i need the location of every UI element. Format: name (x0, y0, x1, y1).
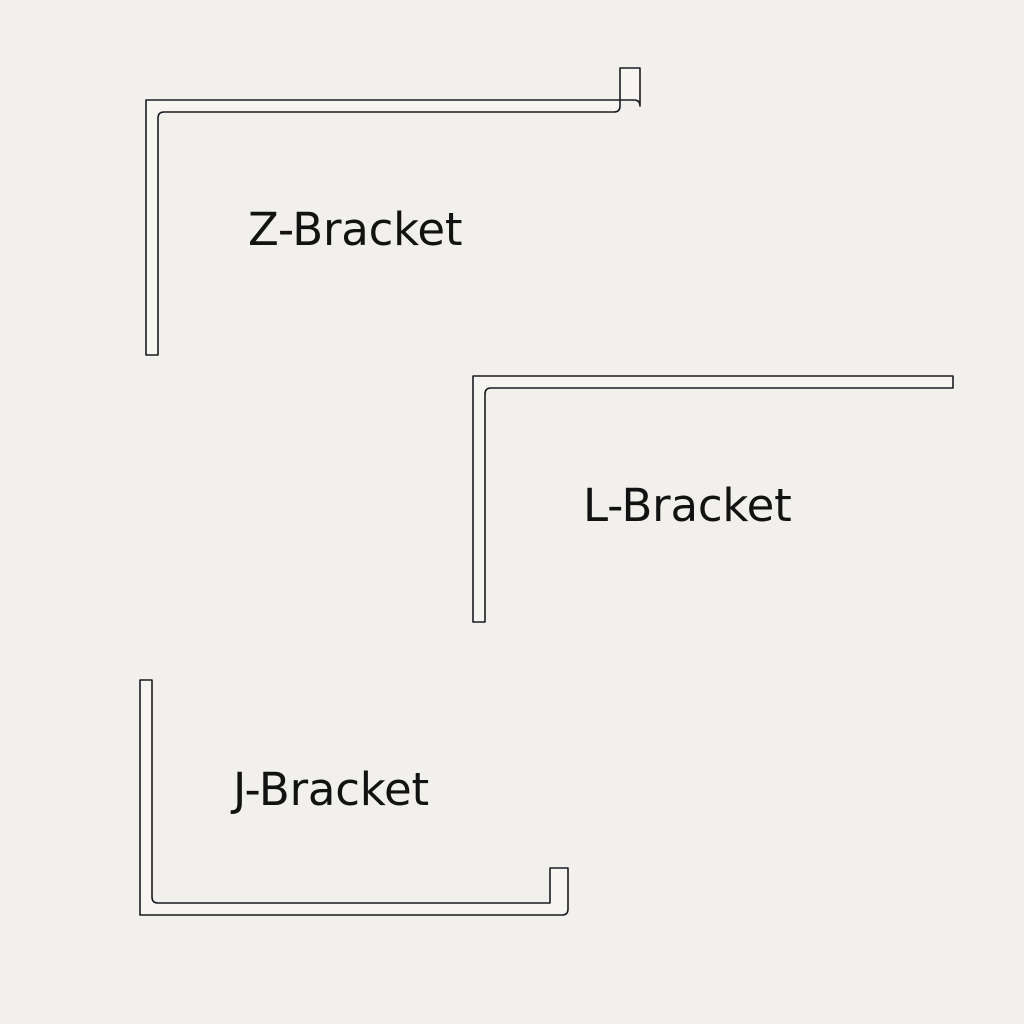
bracket-group-j-bracket: J-Bracket (139, 679, 569, 916)
bracket-group-z-bracket: Z-Bracket (145, 67, 641, 356)
l-bracket-profile-shape (472, 375, 954, 623)
j-bracket-profile-shape (139, 679, 569, 916)
z-bracket-profile-shape (145, 67, 641, 356)
z-bracket-label: Z-Bracket (248, 203, 462, 256)
j-bracket-label: J-Bracket (230, 763, 429, 816)
l-bracket-label: L-Bracket (583, 479, 792, 532)
bracket-group-l-bracket: L-Bracket (472, 375, 954, 623)
